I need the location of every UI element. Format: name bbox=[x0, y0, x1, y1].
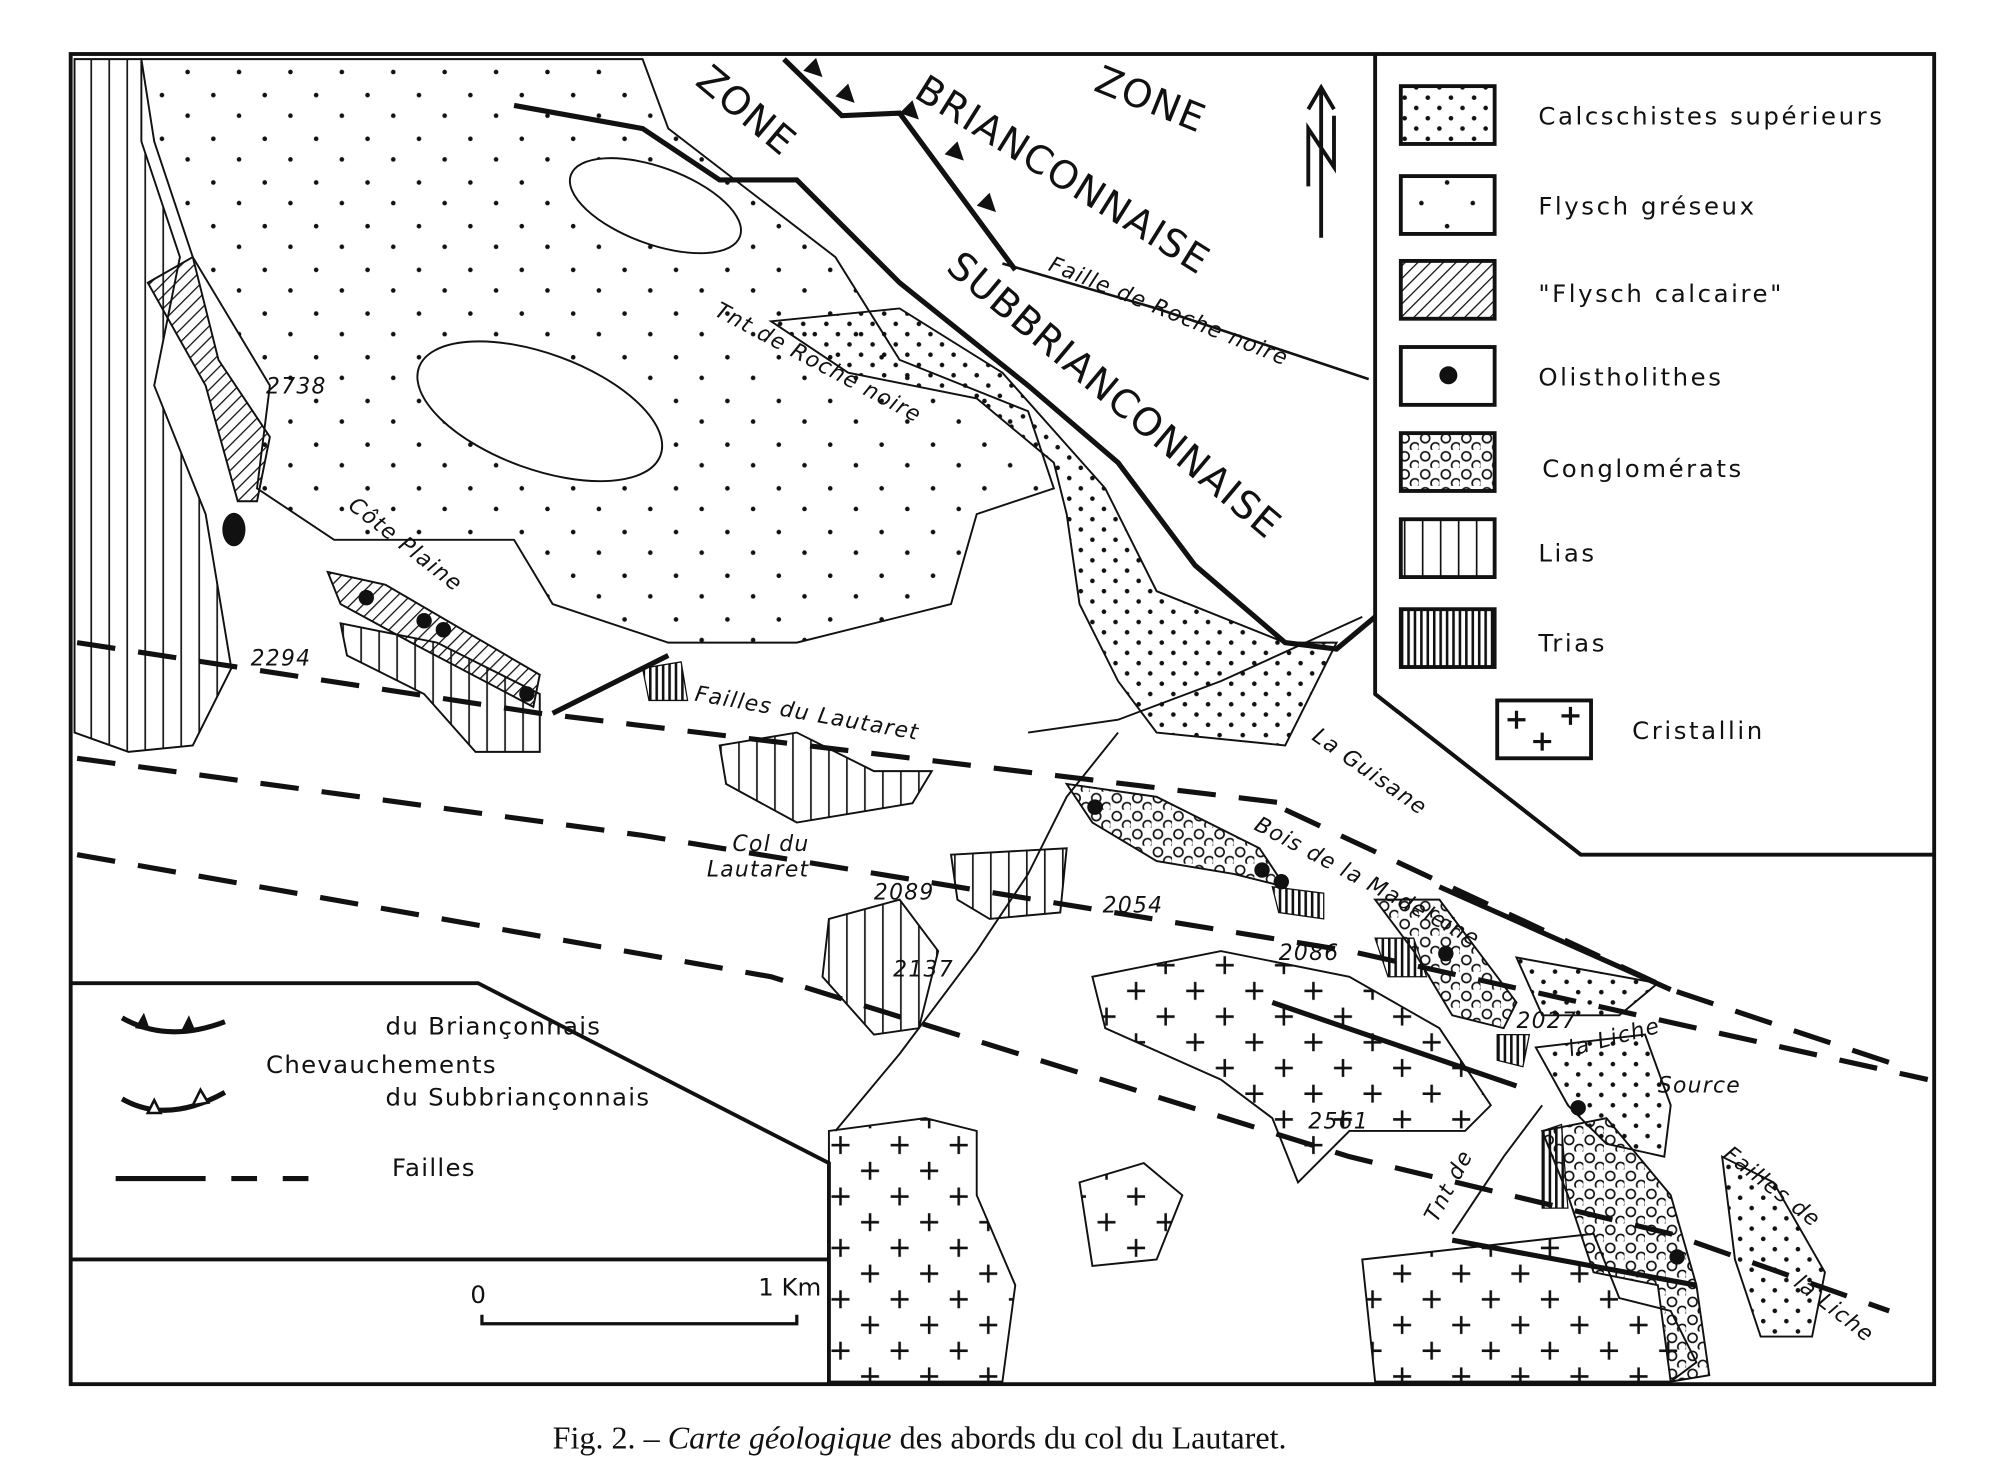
legend-swatch-calcschistes bbox=[1398, 84, 1497, 146]
legend-label: Flysch gréseux bbox=[1538, 192, 1756, 221]
trias-region bbox=[1271, 886, 1325, 920]
caption-prefix: Fig. 2. – bbox=[553, 1419, 668, 1455]
flysch-calcaire-region bbox=[146, 255, 271, 503]
elevation-label: 2089 bbox=[874, 881, 935, 906]
elevation-label: 2054 bbox=[1103, 893, 1164, 918]
legend-chevauchements: Chevauchements bbox=[266, 1050, 497, 1079]
conglomerats-region bbox=[1064, 782, 1288, 889]
olistholithes-points bbox=[222, 512, 1685, 1265]
elevation-label: 2738 bbox=[266, 374, 327, 399]
calcschistes-region bbox=[768, 307, 1339, 747]
legend-swatch-lias bbox=[1398, 517, 1497, 579]
legend-brianconnais: du Briançonnais bbox=[386, 1012, 602, 1041]
scale-start: 0 bbox=[470, 1280, 488, 1309]
label-lautaret: Lautaret bbox=[707, 858, 810, 883]
elevation-label: 2137 bbox=[893, 958, 954, 983]
flysch-greseux-region bbox=[140, 58, 1056, 644]
scale-end: 1 Km bbox=[758, 1272, 821, 1301]
caption-rest: des abords du col du Lautaret. bbox=[892, 1419, 1287, 1455]
label-source: Source bbox=[1658, 1073, 1741, 1098]
lithology-legend: Calcschistes supérieurs Flysch gréseux "… bbox=[1373, 54, 1935, 857]
legend-label: Conglomérats bbox=[1542, 454, 1744, 483]
legend-swatch-conglomerats bbox=[1398, 431, 1497, 493]
structure-legend: du Briançonnais Chevauchements du Subbri… bbox=[70, 981, 831, 1385]
legend-label: Trias bbox=[1537, 629, 1607, 658]
caption-italic: Carte géologique bbox=[668, 1419, 892, 1455]
legend-label: Cristallin bbox=[1632, 716, 1765, 745]
cristallin-region bbox=[827, 1117, 1017, 1383]
legend-swatch-flysch-greseux bbox=[1398, 174, 1497, 236]
legend-subbrianconnais: du Subbriançonnais bbox=[386, 1082, 651, 1111]
scale-bar: 0 1 Km bbox=[470, 1272, 821, 1326]
legend-swatch-flysch-calcaire bbox=[1398, 258, 1497, 321]
elevation-label: 2086 bbox=[1279, 941, 1340, 966]
north-arrow-icon bbox=[1306, 83, 1336, 238]
figure-caption: Fig. 2. – Carte géologique des abords du… bbox=[553, 1419, 1287, 1455]
elevation-label: 2561 bbox=[1308, 1109, 1369, 1134]
legend-label: Lias bbox=[1538, 539, 1596, 568]
legend-label: Calcschistes supérieurs bbox=[1538, 102, 1884, 131]
legend-label: Olistholithes bbox=[1538, 363, 1723, 392]
label-col-du: Col du bbox=[733, 832, 810, 857]
legend-swatch-cristallin bbox=[1495, 698, 1593, 761]
map-area bbox=[68, 52, 1937, 1387]
river-guisane bbox=[834, 616, 1363, 1132]
legend-failles: Failles bbox=[392, 1153, 476, 1182]
faults bbox=[76, 640, 1929, 1314]
elevation-label: 2027 bbox=[1516, 1009, 1577, 1034]
legend-swatch-trias bbox=[1398, 607, 1497, 669]
elevation-label: 2294 bbox=[251, 647, 312, 672]
thrust-brianconnais bbox=[782, 57, 1018, 272]
lias-region bbox=[73, 58, 233, 753]
legend-label: "Flysch calcaire" bbox=[1538, 279, 1784, 308]
